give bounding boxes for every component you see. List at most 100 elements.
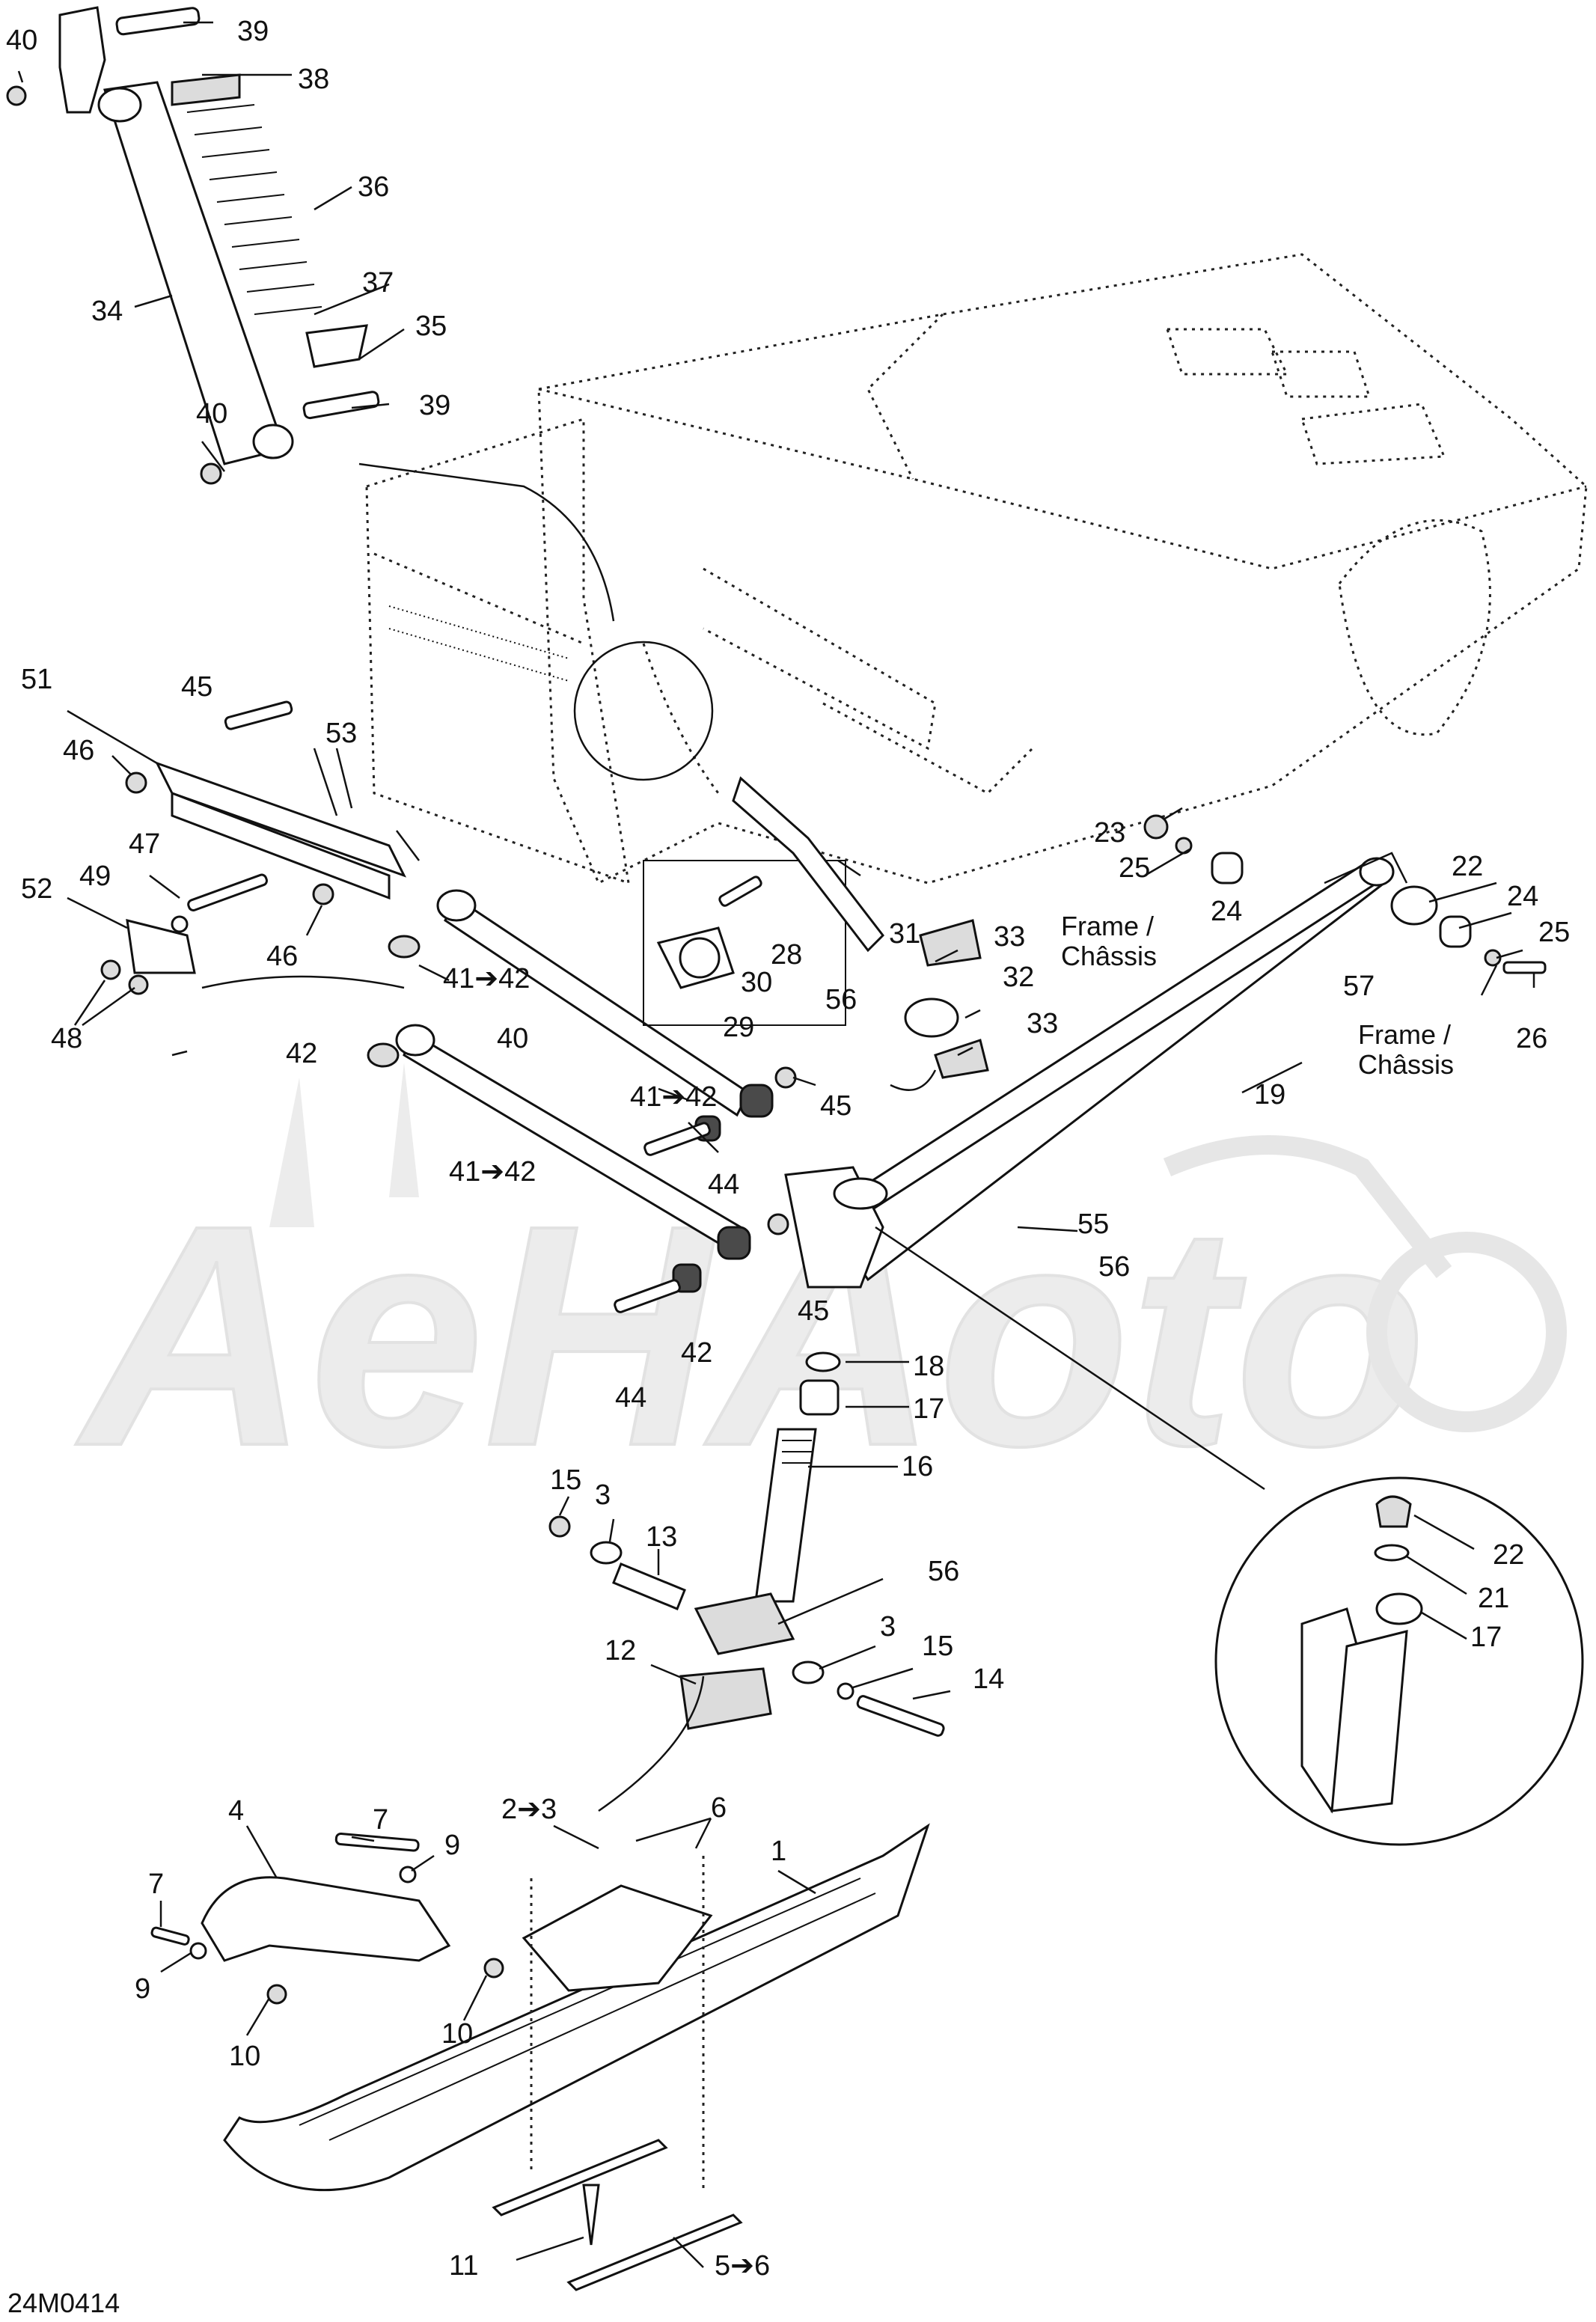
callout-44b: 42 bbox=[681, 1337, 712, 1369]
cap-22 bbox=[1375, 1495, 1412, 1528]
bolt-14 bbox=[856, 1695, 945, 1737]
callout-labels: 39 40 38 36 34 37 35 40 39 51 45 46 53 4… bbox=[6, 16, 1570, 2318]
callout-21: 21 bbox=[1478, 1583, 1509, 1614]
callout-48b: 46 bbox=[266, 941, 298, 972]
clamp-33b bbox=[934, 1039, 989, 1079]
ski-plate-2 bbox=[522, 1884, 713, 1992]
callout-25b: 24 bbox=[1507, 881, 1538, 912]
callout-55: 55 bbox=[1077, 1209, 1109, 1240]
drawing-code: 24M0414 bbox=[7, 2288, 120, 2318]
bushing-23 bbox=[1390, 885, 1438, 926]
callout-24: 23 bbox=[1094, 817, 1125, 849]
callout-35: 35 bbox=[415, 311, 447, 342]
callout-56b: 56 bbox=[1098, 1251, 1130, 1283]
callout-22: 22 bbox=[1493, 1539, 1524, 1571]
spacer-25a bbox=[1211, 852, 1244, 885]
shock-assembly bbox=[6, 6, 380, 485]
bushing-upper bbox=[739, 1084, 774, 1118]
callout-14: 14 bbox=[973, 1663, 1004, 1695]
nut-lower bbox=[200, 462, 222, 485]
callout-33b: 33 bbox=[1027, 1008, 1058, 1039]
callout-39: 39 bbox=[237, 16, 269, 47]
frame-label-2b: Châssis bbox=[1358, 1049, 1454, 1080]
bushing-lower bbox=[717, 1226, 751, 1260]
callout-39b: 39 bbox=[419, 390, 450, 421]
stabilizer-bar bbox=[732, 776, 884, 953]
callout-20: 19 bbox=[1254, 1079, 1285, 1110]
callout-57: 57 bbox=[1343, 971, 1375, 1002]
ball-joint-32 bbox=[904, 997, 959, 1038]
callout-18b: 17 bbox=[1470, 1622, 1502, 1653]
callout-8: 7 bbox=[373, 1804, 388, 1836]
radius-rods bbox=[367, 889, 797, 1313]
washer-9b bbox=[189, 1942, 207, 1960]
callout-4: 4 bbox=[228, 1795, 244, 1827]
washer-3a bbox=[590, 1541, 623, 1565]
clamp-33a bbox=[919, 919, 982, 967]
callout-11: 11 bbox=[449, 2250, 478, 2282]
nut-48a bbox=[125, 772, 147, 794]
bushing-18b bbox=[1375, 1592, 1423, 1625]
nut-16 bbox=[548, 1515, 571, 1538]
handle-4 bbox=[201, 1876, 451, 1962]
washer-26 bbox=[1484, 949, 1502, 967]
frame-chassis bbox=[365, 253, 1588, 885]
callout-56c: 56 bbox=[928, 1556, 959, 1587]
callout-45b: 44 bbox=[615, 1382, 646, 1414]
spring-retainer bbox=[305, 324, 368, 368]
tube-13 bbox=[612, 1562, 686, 1610]
nut-10b bbox=[483, 1958, 504, 1979]
callout-19: 18 bbox=[913, 1351, 944, 1382]
nut-10a bbox=[266, 1984, 287, 2005]
callout-42: 41➔42 bbox=[443, 963, 530, 995]
callout-43-44: 41➔42 bbox=[449, 1156, 536, 1188]
callout-3b: 3 bbox=[880, 1611, 896, 1643]
rubber-block-12 bbox=[679, 1667, 772, 1730]
bolt-47 bbox=[224, 700, 293, 730]
leader-lines bbox=[17, 21, 1535, 2268]
callout-41-42: 40 bbox=[497, 1023, 528, 1054]
callout-53: 52 bbox=[21, 873, 52, 905]
detail-inset bbox=[1214, 1476, 1584, 1846]
callout-13: 13 bbox=[646, 1521, 677, 1553]
callout-12: 12 bbox=[605, 1635, 636, 1666]
callout-40: 40 bbox=[6, 25, 37, 56]
trailing-arm bbox=[821, 814, 1547, 1282]
nut-24 bbox=[1143, 814, 1169, 840]
callout-29: 29 bbox=[723, 1012, 754, 1043]
spacer-25 bbox=[1439, 915, 1472, 948]
mount-brackets bbox=[100, 700, 407, 995]
callout-25: 24 bbox=[1211, 896, 1242, 927]
callout-9b: 9 bbox=[135, 1973, 150, 2005]
callout-27: 26 bbox=[1516, 1023, 1547, 1054]
washer-15 bbox=[837, 1682, 854, 1700]
lower-bolt bbox=[302, 391, 380, 420]
callout-28: 28 bbox=[771, 939, 802, 971]
callout-5-6: 5➔6 bbox=[715, 2250, 770, 2282]
spindle-17 bbox=[754, 1428, 817, 1603]
callout-46: 45 bbox=[820, 1090, 851, 1122]
callout-46b: 45 bbox=[798, 1295, 829, 1327]
callout-44: 42 bbox=[286, 1038, 317, 1069]
callout-52: 51 bbox=[21, 664, 52, 695]
callout-16: 15 bbox=[550, 1464, 581, 1496]
bolt-8 bbox=[334, 1833, 420, 1852]
callout-18: 17 bbox=[913, 1393, 944, 1425]
callout-49: 47 bbox=[129, 828, 160, 860]
runner-5a bbox=[492, 2139, 668, 2216]
callout-54: 53 bbox=[325, 718, 357, 749]
callout-26b: 25 bbox=[1538, 917, 1570, 948]
bolt-49 bbox=[187, 873, 268, 911]
ski-hardware bbox=[548, 1515, 945, 1737]
callout-42b: 41➔42 bbox=[630, 1081, 717, 1113]
watermark: AeHAoto bbox=[71, 1063, 1567, 1513]
callout-10b: 10 bbox=[441, 2018, 473, 2050]
callout-30: 30 bbox=[741, 967, 772, 998]
nut-upper bbox=[6, 85, 27, 106]
washer-51 bbox=[171, 915, 189, 933]
bolt-7 bbox=[150, 1926, 190, 1946]
callout-7: 7 bbox=[148, 1869, 164, 1900]
ski-1 bbox=[223, 1823, 930, 2192]
callout-45: 44 bbox=[708, 1169, 739, 1200]
